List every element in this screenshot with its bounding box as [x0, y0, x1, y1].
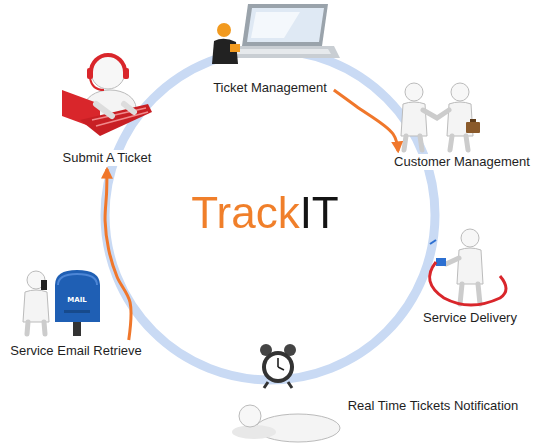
step-label: Customer Management — [391, 154, 533, 170]
step-text: Submit A Ticket — [63, 150, 152, 166]
mailbox-label: MAIL — [66, 296, 87, 305]
step-label: Service Email Retrieve — [7, 343, 145, 359]
cycle-arrow — [334, 90, 398, 151]
handshake-figure — [401, 83, 480, 150]
mailbox-figure — [23, 270, 100, 336]
step-text: Service Delivery — [423, 310, 517, 326]
headset-person-figure — [62, 55, 152, 136]
laptop-figure — [212, 4, 340, 64]
step-text: Customer Management — [394, 154, 530, 170]
alarm-clock-figure — [260, 344, 296, 388]
diagram-title: TrackIT — [191, 188, 338, 238]
delivery-person-figure — [430, 229, 506, 305]
sleeping-person-figure — [232, 405, 340, 442]
step-text: Real Time Tickets Notification — [348, 398, 519, 414]
step-label: Real Time Tickets Notification — [345, 398, 522, 414]
step-label: Service Delivery — [420, 310, 520, 326]
step-label: Submit A Ticket — [60, 150, 155, 166]
cycle-arrow — [105, 169, 131, 340]
cycle-ring — [105, 50, 435, 380]
step-text: Service Email Retrieve — [10, 343, 142, 359]
step-text: Ticket Management — [213, 80, 327, 96]
step-label: Ticket Management — [210, 80, 330, 96]
